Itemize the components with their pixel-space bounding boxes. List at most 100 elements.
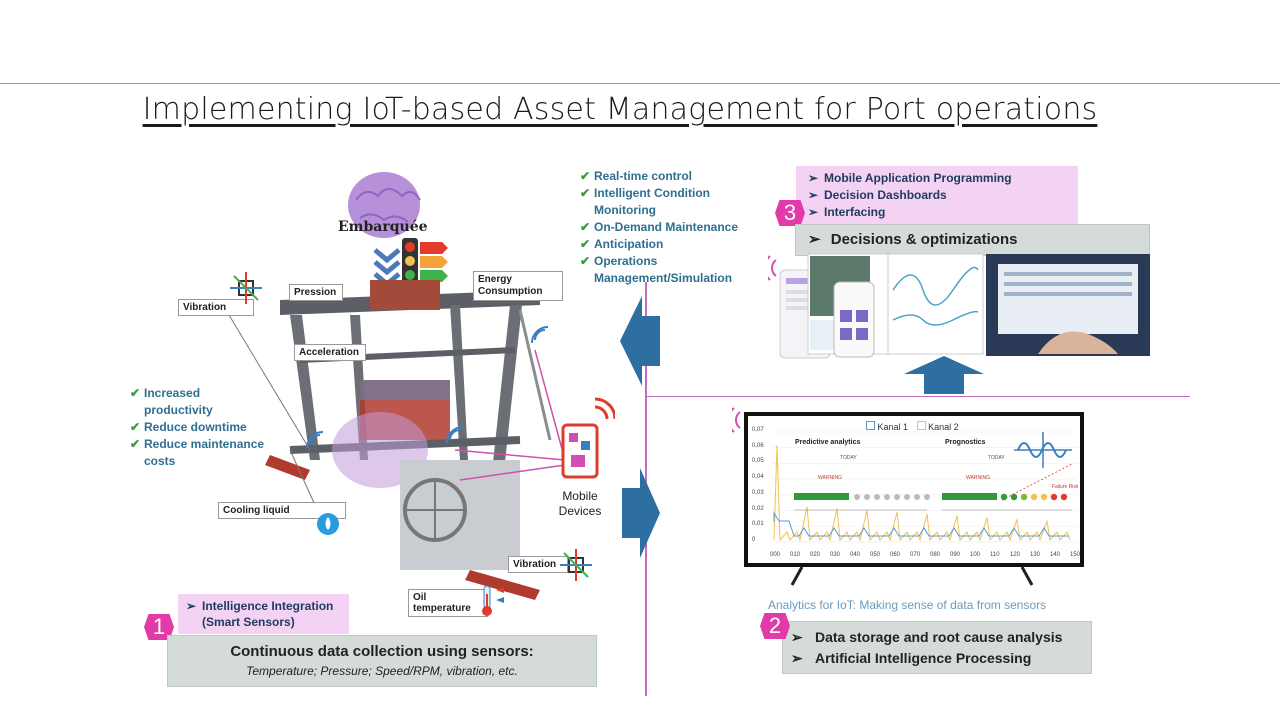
status-dot: [1060, 493, 1068, 501]
vibration-icon: [230, 272, 262, 304]
status-dot: [1010, 493, 1018, 501]
status-dot: [1050, 493, 1058, 501]
sine-wave-icon: [1014, 432, 1072, 468]
arrow-left-icon: [620, 296, 660, 386]
status-dot: [864, 494, 870, 500]
check-icon: ✔: [580, 220, 591, 234]
header-rule: [0, 83, 1280, 84]
kanal2-series: [773, 444, 1071, 542]
list-item: ➢Mobile Application Programming: [808, 171, 1012, 185]
x-tick-label: 120: [1010, 552, 1021, 558]
arrow-bullet-icon: ➢: [186, 599, 197, 613]
page-title: Implementing IoT-based Asset Management …: [142, 92, 1098, 127]
x-tick-label: 010: [790, 552, 801, 558]
health-bar: [794, 493, 849, 500]
vibration-top-label: Vibration: [178, 299, 254, 316]
check-icon: ✔: [580, 237, 591, 251]
x-tick-label: 090: [950, 552, 961, 558]
wifi-icon: [446, 426, 464, 444]
prognostics-label: Prognostics: [945, 439, 986, 446]
step1-main-label: Continuous data collection using sensors…: [230, 643, 534, 660]
y-tick-label: 0: [752, 537, 756, 543]
status-dot: [894, 494, 900, 500]
benefits-top-list: ✔Real-time control ✔Intelligent Conditio…: [580, 168, 770, 287]
list-item: ➢Data storage and root cause analysis: [791, 627, 1091, 648]
step1-main-box: Continuous data collection using sensors…: [167, 635, 597, 687]
y-tick-label: 0,02: [752, 505, 764, 512]
arrow-bullet-icon: ➢: [791, 629, 803, 645]
check-icon: ✔: [580, 186, 591, 200]
wifi-icon: [735, 411, 741, 429]
cooling-label: Cooling liquid: [218, 502, 346, 519]
step2-main-box: ➢Data storage and root cause analysis ➢A…: [782, 621, 1092, 674]
status-dot: [1020, 493, 1028, 501]
water-drop-icon: [317, 513, 339, 535]
energy-label: Energy Consumption: [473, 271, 563, 301]
y-tick-label: 0,06: [752, 442, 764, 449]
status-dot: [904, 494, 910, 500]
list-item: ✔Increased productivity: [130, 386, 213, 417]
y-tick-label: 0,04: [752, 474, 764, 481]
list-item: ➢Decision Dashboards: [808, 188, 947, 202]
x-tick-label: 150: [1070, 552, 1081, 558]
list-item: ✔Reduce maintenance costs: [130, 437, 265, 468]
dashboard-screenshots: [768, 253, 1150, 359]
brain-icon: [348, 172, 420, 238]
y-tick-label: 0,01: [752, 521, 764, 528]
tv-legend: Kanal 1 Kanal 2: [866, 421, 959, 432]
x-tick-label: 140: [1050, 552, 1061, 558]
wifi-icon: [771, 259, 777, 277]
pression-label: Pression: [289, 284, 343, 301]
x-tick-label: 030: [830, 552, 841, 558]
status-dot: [874, 494, 880, 500]
list-item: ✔Operations Management/Simulation: [580, 254, 733, 285]
kanal1-series: [773, 511, 1069, 537]
list-item: ✔On-Demand Maintenance: [580, 220, 739, 234]
analytics-caption: Analytics for IoT: Making sense of data …: [768, 598, 1047, 612]
step3-pink-box: ➢Mobile Application Programming ➢Decisio…: [796, 166, 1078, 224]
x-tick-label: 070: [910, 552, 921, 558]
benefits-left-list: ✔Increased productivity ✔Reduce downtime…: [130, 385, 270, 470]
chevron-down-icon: [373, 248, 401, 264]
oil-temperature-label: Oil temperature: [408, 589, 488, 617]
today-right-label: TODAY: [988, 455, 1005, 461]
check-icon: ✔: [580, 254, 591, 268]
legend-kanal1: Kanal 1: [877, 422, 909, 432]
step3-main-box: ➢ Decisions & optimizations: [795, 224, 1150, 256]
mobile-device-icon: [561, 397, 615, 479]
check-icon: ✔: [130, 437, 141, 451]
x-tick-label: 110: [990, 552, 1000, 558]
legend-kanal2: Kanal 2: [928, 422, 959, 432]
x-tick-label: 050: [870, 552, 881, 558]
trend-line: [1001, 463, 1073, 501]
status-dot: [924, 494, 930, 500]
mobile-devices-label: Mobile Devices: [558, 489, 602, 518]
failure-risk-label: Failure Risk: [1052, 484, 1079, 490]
warning-left-label: WARNING: [818, 475, 842, 481]
horizontal-divider: [647, 396, 1190, 397]
step3-number: 3: [775, 200, 805, 226]
x-tick-label: 130: [1030, 552, 1041, 558]
x-tick-label: 100: [970, 552, 981, 558]
x-tick-label: 040: [850, 552, 861, 558]
y-tick-label: 0,03: [752, 489, 764, 496]
check-icon: ✔: [130, 386, 141, 400]
predictive-analytics-label: Predictive analytics: [795, 439, 861, 446]
arrow-bullet-icon: ➢: [808, 205, 819, 219]
x-tick-label: 060: [890, 552, 901, 558]
arrow-bullet-icon: ➢: [808, 188, 819, 202]
list-item: ➢Artificial Intelligence Processing: [791, 648, 1091, 669]
list-item: ✔Anticipation: [580, 237, 664, 251]
thermometer-icon: [482, 585, 504, 616]
status-dot: [884, 494, 890, 500]
check-icon: ✔: [130, 420, 141, 434]
legend-swatch-kanal2: [916, 421, 926, 430]
list-item: ✔Real-time control: [580, 169, 693, 183]
acceleration-label: Acceleration: [294, 344, 366, 361]
legend-swatch-kanal1: [866, 421, 875, 430]
list-item: ➢Intelligence Integration (Smart Sensors…: [186, 599, 334, 629]
status-dot: [1030, 493, 1038, 501]
arrow-bullet-icon: ➢: [808, 171, 819, 185]
x-tick-label: 020: [810, 552, 821, 558]
list-item: ✔Intelligent Condition Monitoring: [580, 186, 710, 217]
